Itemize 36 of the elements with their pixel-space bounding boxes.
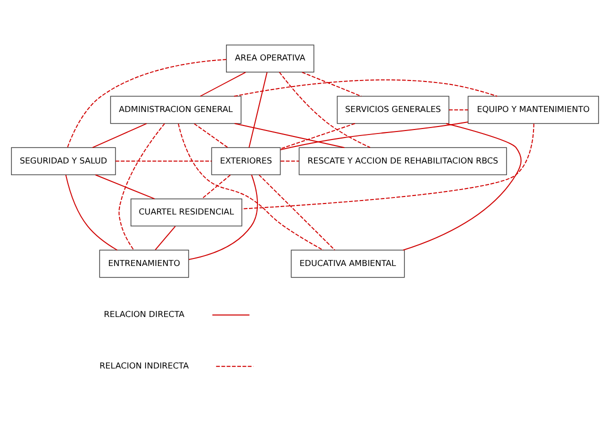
node-box: SERVICIOS GENERALES [336, 95, 450, 124]
connector [258, 174, 336, 250]
connector [178, 122, 324, 250]
connector [118, 122, 166, 250]
connector [201, 174, 231, 199]
connector [200, 71, 246, 96]
connector [402, 122, 522, 250]
connector [234, 122, 345, 148]
node-box: EDUCATIVA AMBIENTAL [290, 249, 405, 278]
node-box: RESCATE Y ACCION DE REHABILITACION RBCS [298, 146, 507, 175]
connector [280, 122, 356, 149]
connector [241, 122, 534, 209]
connector [278, 71, 371, 148]
connector [65, 174, 118, 250]
connector [115, 160, 212, 162]
node-box: SEGURIDAD Y SALUD [11, 146, 116, 175]
connector [94, 174, 156, 199]
connector [280, 120, 468, 150]
connector [154, 225, 176, 250]
node-box: ADMINISTRACION GENERAL [110, 95, 242, 124]
connector [234, 78, 498, 96]
node-box: AREA OPERATIVA [226, 44, 314, 72]
connector [188, 174, 258, 260]
connector [248, 71, 268, 148]
connector [67, 58, 227, 148]
connector [92, 122, 148, 148]
connector [448, 108, 469, 110]
node-box: EQUIPO Y MANTENIMIENTO [468, 95, 599, 124]
legend-label: RELACION INDIRECTA [100, 360, 189, 370]
connector [280, 160, 300, 162]
connector [194, 122, 228, 148]
node-box: ENTRENAMIENTO [99, 249, 190, 278]
node-box: CUARTEL RESIDENCIAL [130, 198, 242, 226]
legend-label: RELACION DIRECTA [104, 308, 184, 319]
connector [302, 71, 362, 96]
node-box: EXTERIORES [211, 146, 281, 175]
